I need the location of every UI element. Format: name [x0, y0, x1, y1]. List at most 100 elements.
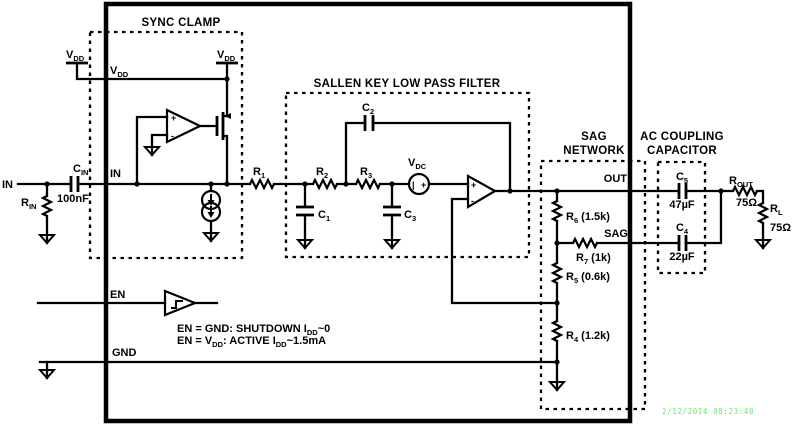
junction-dot [554, 188, 560, 194]
junction-dot [554, 359, 560, 365]
resistor-r1 [249, 177, 275, 191]
sag-network-circuit [547, 189, 681, 392]
label-r4: R4 (1.2k) [566, 330, 610, 344]
sallen-key-box [284, 91, 531, 259]
note-shutdown: EN = GND: SHUTDOWN IDD~0 [177, 323, 330, 337]
ground-symbol [37, 369, 57, 380]
junction-dot [302, 181, 308, 187]
wire-opamp-plus [135, 115, 169, 186]
label-rout-value: 75Ω [736, 197, 757, 209]
label-vdd-ext-right: VDD [217, 49, 236, 63]
junction-dot [554, 240, 560, 246]
section-title-ac-2: CAPACITOR [647, 145, 717, 157]
ground-symbol [142, 146, 162, 157]
capacitor-c2 [363, 115, 375, 131]
section-title-sag-2: NETWORK [563, 145, 625, 157]
label-gnd-pin: GND [112, 347, 137, 359]
resistor-r5 [550, 262, 564, 284]
junction-dot [224, 181, 230, 187]
section-title-sync-clamp: SYNC CLAMP [141, 17, 220, 29]
resistor-r7 [572, 236, 598, 250]
label-r3: R3 [360, 166, 372, 180]
junction-dot [343, 181, 349, 187]
label-c5: C5 [676, 171, 688, 185]
label-r7: R7 (1k) [576, 252, 611, 266]
label-rl: RL [770, 203, 783, 217]
output-load-circuit [677, 183, 773, 251]
sallen-key-circuit: | + + - [249, 115, 681, 305]
opamp-sync [165, 108, 203, 144]
junction-dots [44, 181, 724, 365]
ground-symbol [382, 239, 402, 250]
label-c3: C3 [404, 209, 416, 223]
label-vdd-pin: VDD [110, 65, 129, 79]
label-c4: C4 [676, 222, 689, 236]
section-title-ac-1: AC COUPLING [640, 131, 724, 143]
opamp-plus-sign: + [471, 180, 476, 190]
resistor-rout [732, 184, 758, 198]
wire-c4-up [684, 189, 723, 245]
label-cin: CIN [73, 163, 88, 177]
label-rin: RIN [21, 197, 36, 211]
vdd-rail [66, 61, 238, 118]
section-title-sag-1: SAG [581, 131, 607, 143]
wire-opamp-minus [150, 133, 169, 157]
junction-dot [224, 76, 230, 82]
note-active: EN = VDD: ACTIVE IDD~1.5mA [177, 335, 326, 349]
enable-gnd-circuit [36, 289, 559, 380]
opamp-minus-sign: - [471, 196, 474, 206]
wire [755, 189, 765, 205]
section-title-sallen-key: SALLEN KEY LOW PASS FILTER [314, 78, 501, 90]
wire-vdd [75, 61, 229, 118]
label-en-pin: EN [110, 289, 125, 301]
resistor-r4 [550, 320, 564, 342]
label-r1: R1 [253, 166, 265, 180]
junction-dot [507, 188, 513, 194]
label-c4-value: 22µF [669, 251, 695, 263]
junction-dot [134, 181, 140, 187]
resistor-rl [756, 202, 770, 224]
schmitt-buffer [163, 289, 198, 317]
capacitor-c1 [296, 205, 314, 217]
label-c5-value: 47µF [669, 199, 695, 211]
sync-clamp-box [88, 30, 244, 260]
junction-dot [389, 181, 395, 187]
wire-c2-feedback [344, 121, 512, 193]
label-r2: R2 [316, 166, 328, 180]
label-in-external: IN [2, 179, 13, 191]
opamp-plus-sign: + [171, 113, 176, 123]
ic-boundary-box [103, 1, 633, 424]
ground-symbol [547, 381, 567, 392]
label-c2: C2 [362, 102, 374, 116]
ground-symbol [37, 234, 57, 245]
junction-dot [208, 181, 214, 187]
current-source-arrowhead [207, 212, 215, 218]
label-c1: C1 [318, 209, 330, 223]
vdc-neg-sign: | [412, 180, 415, 190]
ground-symbol [201, 232, 221, 243]
label-vdc: VDC [408, 157, 427, 171]
timestamp: 2/12/2014 08:23:40 [662, 407, 754, 416]
junction-dot [718, 188, 724, 194]
hysteresis-icon [171, 300, 183, 309]
opamp-filter [466, 174, 498, 209]
label-rl-value: 75Ω [770, 222, 791, 234]
label-in-pin: IN [110, 168, 121, 180]
resistor-r6 [550, 200, 564, 222]
ground-symbol [295, 239, 315, 250]
resistor-r2 [312, 177, 338, 191]
capacitor-c3 [383, 205, 401, 217]
resistor-r3 [355, 177, 381, 191]
label-r6: R6 (1.5k) [566, 211, 610, 225]
wire-feedback-minus [450, 197, 559, 305]
label-cin-value: 100nF [57, 193, 89, 205]
label-sag-pin: SAG [604, 228, 628, 240]
label-r5: R5 (0.6k) [566, 271, 610, 285]
label-vdd-ext-left: VDD [66, 49, 85, 63]
opamp-minus-sign: - [171, 131, 174, 141]
label-out-pin: OUT [604, 173, 628, 185]
mosfet-arrow [224, 113, 231, 119]
vdc-pos-sign: + [421, 180, 426, 190]
